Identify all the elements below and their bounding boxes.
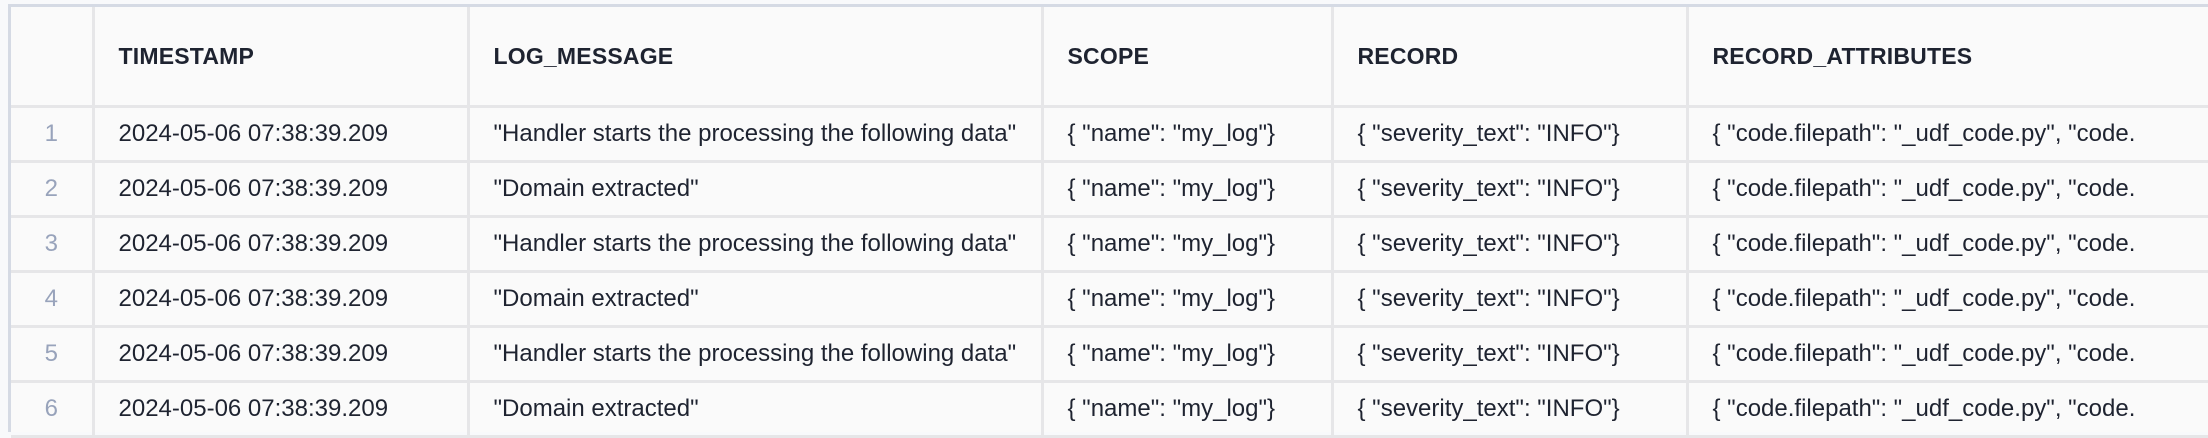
header-scope[interactable]: SCOPE [1042, 7, 1332, 107]
cell-scope[interactable]: { "name": "my_log"} [1042, 327, 1332, 382]
results-grid: TIMESTAMP LOG_MESSAGE SCOPE RECORD RECOR… [8, 4, 2208, 432]
table-row[interactable]: 5 2024-05-06 07:38:39.209 "Handler start… [11, 327, 2208, 382]
table-row[interactable]: 1 2024-05-06 07:38:39.209 "Handler start… [11, 107, 2208, 162]
cell-record-attributes[interactable]: { "code.filepath": "_udf_code.py", "code… [1687, 272, 2208, 327]
cell-timestamp[interactable]: 2024-05-06 07:38:39.209 [93, 382, 468, 437]
row-index: 3 [11, 217, 93, 272]
table-row[interactable]: 2 2024-05-06 07:38:39.209 "Domain extrac… [11, 162, 2208, 217]
cell-record[interactable]: { "severity_text": "INFO"} [1332, 217, 1687, 272]
cell-record[interactable]: { "severity_text": "INFO"} [1332, 272, 1687, 327]
cell-log-message[interactable]: "Handler starts the processing the follo… [468, 107, 1042, 162]
row-index: 4 [11, 272, 93, 327]
cell-record-attributes[interactable]: { "code.filepath": "_udf_code.py", "code… [1687, 382, 2208, 437]
cell-timestamp[interactable]: 2024-05-06 07:38:39.209 [93, 107, 468, 162]
table-row[interactable]: 6 2024-05-06 07:38:39.209 "Domain extrac… [11, 382, 2208, 437]
cell-record-attributes[interactable]: { "code.filepath": "_udf_code.py", "code… [1687, 162, 2208, 217]
row-index: 1 [11, 107, 93, 162]
row-index: 5 [11, 327, 93, 382]
cell-record[interactable]: { "severity_text": "INFO"} [1332, 162, 1687, 217]
cell-record[interactable]: { "severity_text": "INFO"} [1332, 327, 1687, 382]
cell-log-message[interactable]: "Domain extracted" [468, 272, 1042, 327]
header-timestamp[interactable]: TIMESTAMP [93, 7, 468, 107]
cell-timestamp[interactable]: 2024-05-06 07:38:39.209 [93, 327, 468, 382]
cell-timestamp[interactable]: 2024-05-06 07:38:39.209 [93, 162, 468, 217]
cell-log-message[interactable]: "Domain extracted" [468, 162, 1042, 217]
cell-record[interactable]: { "severity_text": "INFO"} [1332, 382, 1687, 437]
cell-scope[interactable]: { "name": "my_log"} [1042, 107, 1332, 162]
table-row[interactable]: 3 2024-05-06 07:38:39.209 "Handler start… [11, 217, 2208, 272]
cell-log-message[interactable]: "Handler starts the processing the follo… [468, 217, 1042, 272]
cell-scope[interactable]: { "name": "my_log"} [1042, 162, 1332, 217]
cell-timestamp[interactable]: 2024-05-06 07:38:39.209 [93, 272, 468, 327]
cell-scope[interactable]: { "name": "my_log"} [1042, 217, 1332, 272]
cell-record-attributes[interactable]: { "code.filepath": "_udf_code.py", "code… [1687, 107, 2208, 162]
cell-record-attributes[interactable]: { "code.filepath": "_udf_code.py", "code… [1687, 217, 2208, 272]
cell-scope[interactable]: { "name": "my_log"} [1042, 382, 1332, 437]
table-row[interactable]: 4 2024-05-06 07:38:39.209 "Domain extrac… [11, 272, 2208, 327]
header-log-message[interactable]: LOG_MESSAGE [468, 7, 1042, 107]
cell-record-attributes[interactable]: { "code.filepath": "_udf_code.py", "code… [1687, 327, 2208, 382]
cell-log-message[interactable]: "Handler starts the processing the follo… [468, 327, 1042, 382]
cell-record[interactable]: { "severity_text": "INFO"} [1332, 107, 1687, 162]
header-row: TIMESTAMP LOG_MESSAGE SCOPE RECORD RECOR… [11, 7, 2208, 107]
row-index: 6 [11, 382, 93, 437]
cell-timestamp[interactable]: 2024-05-06 07:38:39.209 [93, 217, 468, 272]
header-record[interactable]: RECORD [1332, 7, 1687, 107]
row-index: 2 [11, 162, 93, 217]
header-index [11, 7, 93, 107]
cell-scope[interactable]: { "name": "my_log"} [1042, 272, 1332, 327]
header-record-attributes[interactable]: RECORD_ATTRIBUTES [1687, 7, 2208, 107]
cell-log-message[interactable]: "Domain extracted" [468, 382, 1042, 437]
results-table: TIMESTAMP LOG_MESSAGE SCOPE RECORD RECOR… [11, 7, 2208, 438]
